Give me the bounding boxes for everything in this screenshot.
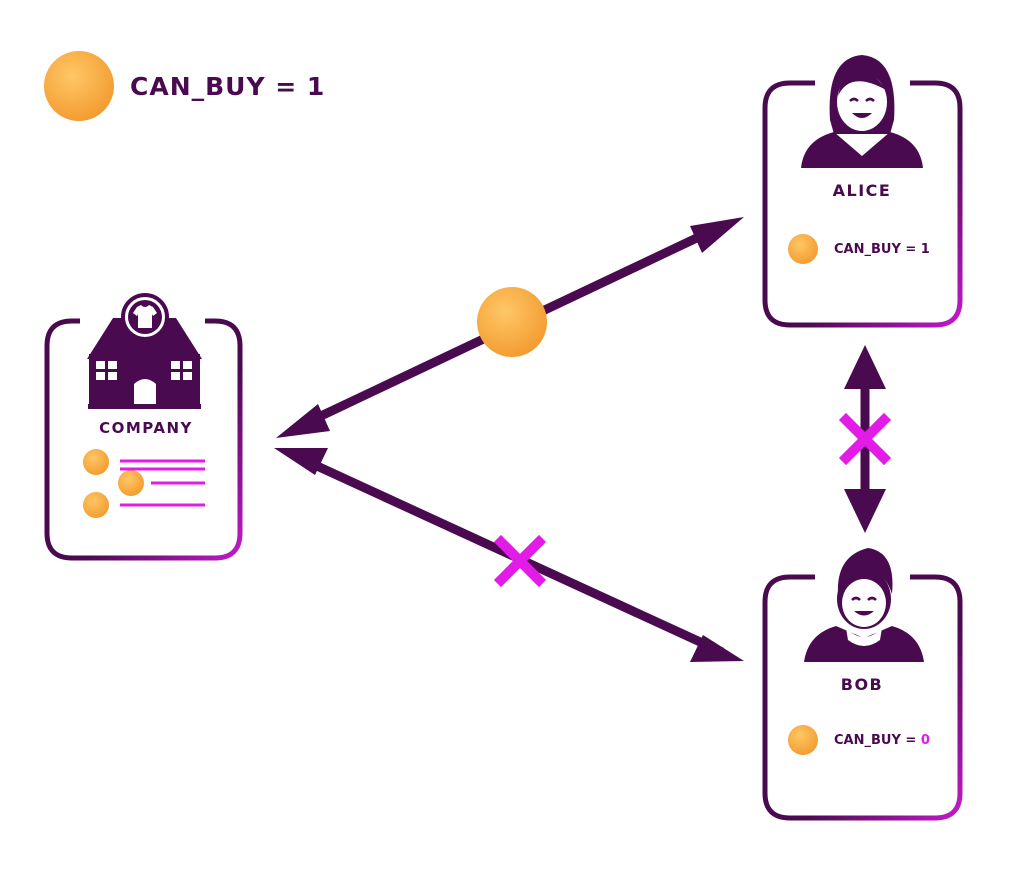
- edge-company-alice: [276, 217, 744, 438]
- bob-attribute-value: 0: [921, 733, 930, 748]
- edge-company-bob: [274, 448, 744, 662]
- token-coin-icon: [788, 725, 818, 755]
- arrowhead-to-bob: [690, 635, 744, 662]
- token-list: [83, 449, 205, 518]
- woman-avatar-icon: [801, 55, 923, 168]
- blocked-x-icon: [493, 534, 547, 588]
- man-avatar-icon: [804, 548, 924, 662]
- arrowhead-to-company-bottom: [274, 448, 328, 475]
- alice-attribute: CAN_BUY = 1: [834, 242, 930, 257]
- arrowhead-to-company-top: [276, 404, 330, 438]
- arrowhead-to-bob-vertical: [844, 489, 886, 533]
- token-coin-icon: [44, 51, 114, 121]
- edge-alice-bob: [838, 345, 892, 533]
- arrowhead-to-alice-vertical: [844, 345, 886, 389]
- arrowhead-to-alice: [690, 217, 744, 253]
- alice-label: ALICE: [833, 181, 892, 200]
- bob-attribute: CAN_BUY = 0: [834, 733, 930, 748]
- bob-label: BOB: [841, 675, 884, 694]
- legend: CAN_BUY = 1: [44, 51, 325, 121]
- token-coin-icon: [83, 492, 109, 518]
- tshirt-icon: [121, 293, 169, 341]
- bob-card: BOB CAN_BUY = 0: [762, 548, 963, 821]
- bob-attribute-prefix: CAN_BUY =: [834, 733, 921, 748]
- company-label: COMPANY: [99, 419, 193, 437]
- token-coin-icon: [83, 449, 109, 475]
- alice-card: ALICE CAN_BUY = 1: [762, 55, 963, 328]
- token-coin-icon: [477, 287, 547, 357]
- token-coin-icon: [788, 234, 818, 264]
- token-coin-icon: [118, 470, 144, 496]
- legend-label: CAN_BUY = 1: [130, 72, 325, 101]
- blocked-x-icon: [838, 412, 892, 466]
- company-card: COMPANY: [44, 293, 243, 561]
